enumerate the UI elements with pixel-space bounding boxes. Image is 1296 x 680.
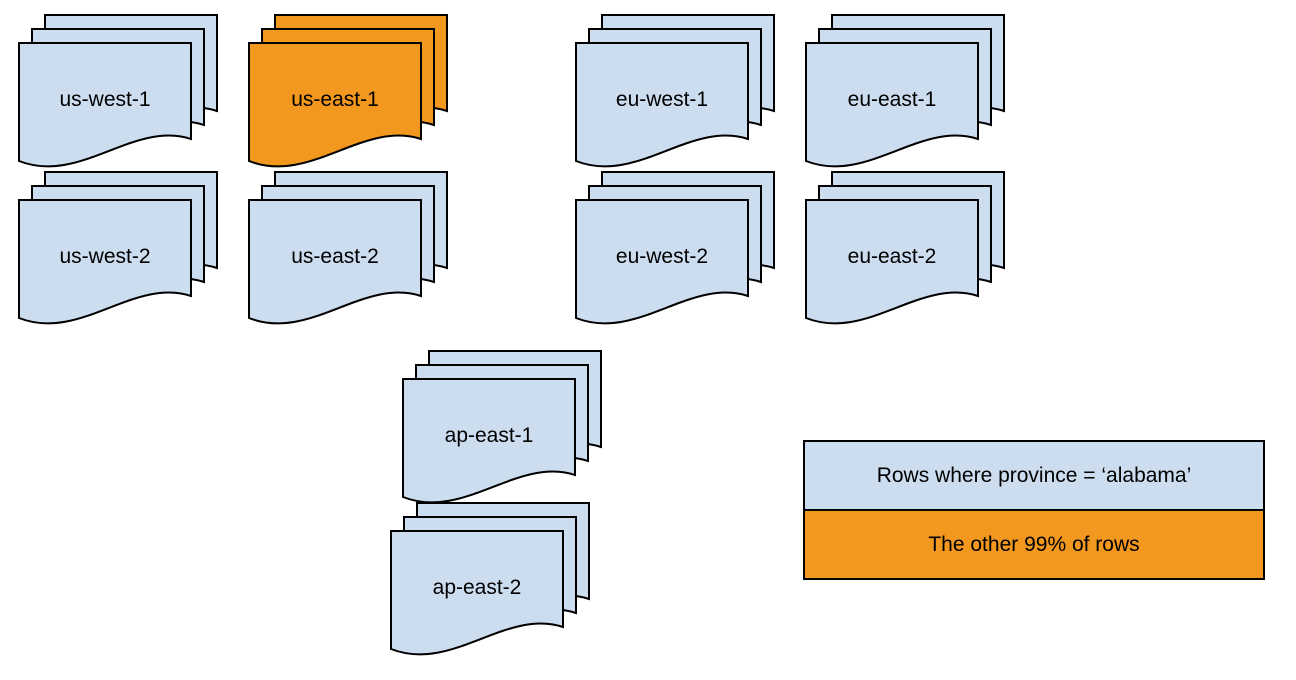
region-stack-ap-east-2: ap-east-2 — [390, 502, 590, 662]
region-stack-us-east-2: us-east-2 — [248, 171, 448, 331]
document-stack-icon — [805, 171, 1005, 325]
region-stack-us-east-1: us-east-1 — [248, 14, 448, 174]
document-stack-icon — [402, 350, 602, 504]
region-stack-eu-west-2: eu-west-2 — [575, 171, 775, 331]
document-stack-icon — [18, 171, 218, 325]
document-stack-icon — [575, 171, 775, 325]
legend-item-alabama-rows: Rows where province = ‘alabama’ — [803, 440, 1265, 511]
document-stack-icon — [248, 14, 448, 168]
document-stack-icon — [575, 14, 775, 168]
document-stack-icon — [805, 14, 1005, 168]
region-stack-us-west-2: us-west-2 — [18, 171, 218, 331]
legend-item-other-rows: The other 99% of rows — [803, 509, 1265, 580]
legend: Rows where province = ‘alabama’ The othe… — [803, 440, 1265, 580]
region-stack-eu-west-1: eu-west-1 — [575, 14, 775, 174]
document-stack-icon — [18, 14, 218, 168]
document-stack-icon — [390, 502, 590, 656]
region-stack-eu-east-2: eu-east-2 — [805, 171, 1005, 331]
document-stack-icon — [248, 171, 448, 325]
region-stack-eu-east-1: eu-east-1 — [805, 14, 1005, 174]
region-stack-ap-east-1: ap-east-1 — [402, 350, 602, 510]
region-stack-us-west-1: us-west-1 — [18, 14, 218, 174]
